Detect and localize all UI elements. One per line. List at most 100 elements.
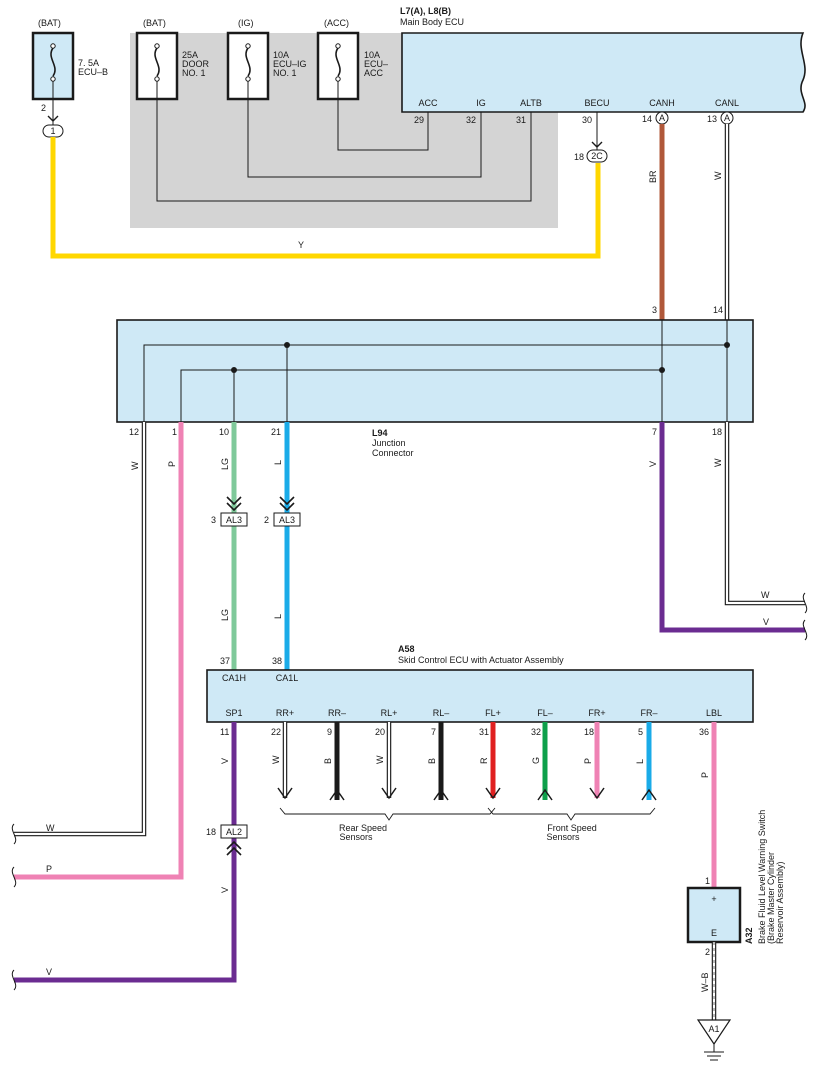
fuse-source-label: (IG) bbox=[238, 18, 254, 28]
switch-name: Brake Fluid Level Warning Switch bbox=[757, 810, 767, 944]
wire-color-label: B bbox=[323, 758, 333, 764]
terminal-name: RR+ bbox=[276, 708, 294, 718]
terminal-name: FL+ bbox=[485, 708, 501, 718]
wire-break-icon bbox=[802, 619, 808, 641]
pin-number: 21 bbox=[271, 427, 281, 437]
wire-white-core bbox=[725, 422, 805, 605]
connector-al2 bbox=[220, 824, 248, 839]
wire-color-label: W bbox=[375, 755, 385, 764]
pin-number: 18 bbox=[584, 727, 594, 737]
sensor-group-label: Front Speed bbox=[547, 823, 597, 833]
fuse-name: ECU– bbox=[364, 59, 388, 69]
pin-number: 7 bbox=[652, 427, 657, 437]
wire-white-core bbox=[14, 422, 146, 836]
fuse-name-line2: NO. 1 bbox=[182, 68, 206, 78]
terminal-name: CANH bbox=[649, 98, 675, 108]
connector-label: AL3 bbox=[226, 515, 242, 525]
terminal-name: CANL bbox=[715, 98, 739, 108]
junction-connector-box bbox=[116, 319, 754, 423]
wire-color-label: P bbox=[583, 758, 593, 764]
fuse-to-ecu-wires bbox=[156, 81, 532, 202]
skid-ecu-code: A58 bbox=[398, 644, 415, 654]
wire-color-label: LG bbox=[220, 458, 230, 470]
terminal-name: CA1H bbox=[222, 673, 246, 683]
wire-color-label: W–B bbox=[700, 972, 710, 992]
fuse-name: DOOR bbox=[182, 59, 210, 69]
pin-number: 32 bbox=[466, 115, 476, 125]
terminal-name: BECU bbox=[584, 98, 609, 108]
wire-color-label: G bbox=[531, 757, 541, 764]
pin-number: 10 bbox=[219, 427, 229, 437]
fuse-name: ECU–B bbox=[78, 67, 108, 77]
pin-number: 29 bbox=[414, 115, 424, 125]
wire-break-icon bbox=[11, 969, 17, 991]
wire-break-icon bbox=[11, 866, 17, 888]
connector-label: AL2 bbox=[226, 827, 242, 837]
fuse-source-label: (ACC) bbox=[324, 18, 349, 28]
wire-white-w-left bbox=[14, 422, 147, 837]
junction-internal-wires bbox=[143, 320, 728, 422]
wire-color-label: P bbox=[167, 461, 177, 467]
pin-number: 14 bbox=[713, 305, 723, 315]
wire-color-label: BR bbox=[648, 170, 658, 183]
wire-color-label: B bbox=[427, 758, 437, 764]
wire-color-label: L bbox=[273, 614, 283, 619]
pin-number: 11 bbox=[220, 727, 229, 737]
junction-name: Junction bbox=[372, 438, 406, 448]
main-ecu-code: L7(A), L8(B) bbox=[400, 6, 451, 16]
pin-number: 2 bbox=[705, 947, 710, 957]
wire-color-label: P bbox=[700, 772, 710, 778]
fuse-name-line2: ACC bbox=[364, 68, 384, 78]
junction-code: L94 bbox=[372, 428, 388, 438]
wire-color-label: P bbox=[46, 864, 52, 874]
chevron-down-icon bbox=[226, 496, 242, 512]
connector-2c bbox=[586, 149, 608, 163]
fuse-rating: 10A bbox=[273, 50, 289, 60]
wire-color-label: W bbox=[46, 823, 55, 833]
wire-color-label: R bbox=[479, 757, 489, 764]
junction-name-line2: Connector bbox=[372, 448, 414, 458]
fuse-name: ECU–IG bbox=[273, 59, 307, 69]
sensor-group-label: Rear Speed bbox=[339, 823, 387, 833]
pin-number: 22 bbox=[271, 727, 281, 737]
arrow-up-icon bbox=[641, 788, 657, 801]
terminal-name: ACC bbox=[418, 98, 438, 108]
connector-label: 1 bbox=[50, 126, 55, 136]
pin-number: 5 bbox=[638, 727, 643, 737]
main-ecu-name: Main Body ECU bbox=[400, 17, 464, 27]
arrow-up-icon bbox=[537, 788, 553, 801]
wire-color-label: V bbox=[763, 617, 769, 627]
wire-color-label: V bbox=[220, 758, 230, 764]
wire-color-label: V bbox=[648, 461, 658, 467]
chevron-up-icon bbox=[226, 840, 242, 856]
terminal-name: RR– bbox=[328, 708, 346, 718]
fuse-source-label: (BAT) bbox=[143, 18, 166, 28]
terminal-name: IG bbox=[476, 98, 486, 108]
fuse-rating: 10A bbox=[364, 50, 380, 60]
pin-number: 12 bbox=[129, 427, 139, 437]
connector-label: 2C bbox=[591, 151, 603, 161]
pin-number: 13 bbox=[707, 114, 717, 124]
wire-color-label: W bbox=[130, 461, 140, 470]
wire-color-label: W bbox=[271, 755, 281, 764]
fuse-name-line2: NO. 1 bbox=[273, 68, 297, 78]
ground-label: A1 bbox=[708, 1024, 719, 1034]
fuse-source-label: (BAT) bbox=[38, 18, 61, 28]
pin-number: 9 bbox=[327, 727, 332, 737]
wire-color-label: LG bbox=[220, 609, 230, 621]
pin-number: 1 bbox=[705, 876, 710, 886]
arrow-down-icon bbox=[485, 787, 501, 800]
pin-number: 2 bbox=[264, 515, 269, 525]
terminal-name: FR+ bbox=[588, 708, 605, 718]
sensor-group-label: Sensors bbox=[339, 832, 373, 842]
terminal-name: RL– bbox=[433, 708, 450, 718]
wire-color-label: V bbox=[46, 967, 52, 977]
pin-number: 20 bbox=[375, 727, 385, 737]
wire-color-label: W bbox=[713, 171, 723, 180]
front-sensor-bracket bbox=[487, 807, 656, 821]
connector-label: A bbox=[724, 113, 730, 123]
pin-number: 38 bbox=[272, 656, 282, 666]
switch-code: A32 bbox=[744, 927, 754, 944]
pin-number: 1 bbox=[172, 427, 177, 437]
terminal-name: FR– bbox=[640, 708, 657, 718]
